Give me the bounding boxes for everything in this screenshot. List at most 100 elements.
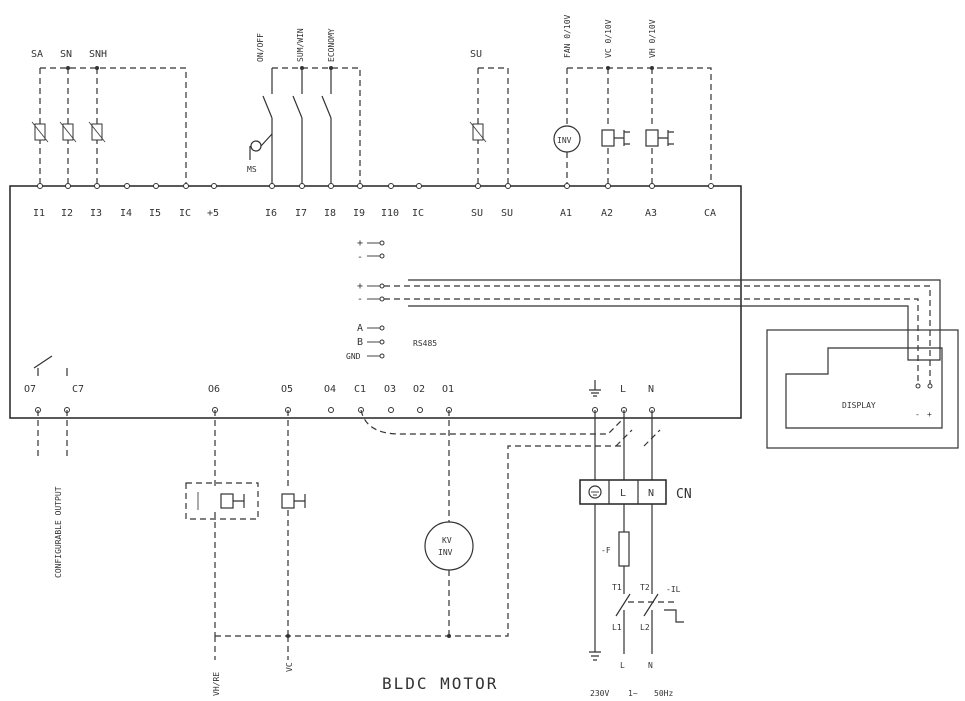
bldc-motor-icon <box>424 521 474 571</box>
cn-n: N <box>648 488 654 499</box>
label-sn: SN <box>60 49 72 60</box>
comm-a: A <box>357 323 363 334</box>
ground-symbol-icon <box>589 380 601 397</box>
label-configurable-output: CONFIGURABLE OUTPUT <box>54 486 63 578</box>
wire-c1-supply <box>360 409 623 435</box>
display-label: DISPLAY <box>842 401 876 410</box>
comm-plus-1: + <box>357 238 363 249</box>
comm-connectors: + - + - A B GND RS485 <box>346 238 437 361</box>
label-vh: VH 0/10V <box>648 19 657 58</box>
label-on-off: ON/OFF <box>256 33 265 62</box>
terminal-label: O4 <box>324 384 336 395</box>
earth-terminal-icon <box>588 485 602 499</box>
label-cn: CN <box>676 487 692 502</box>
configurable-relay-contact <box>33 355 68 376</box>
comm-minus-1: - <box>357 252 363 263</box>
display-cable-plus <box>384 285 931 384</box>
terminal-label: O1 <box>442 384 454 395</box>
switch-economy <box>321 68 332 186</box>
switch-on-off <box>262 68 273 186</box>
terminal-label: N <box>648 384 654 395</box>
earth-down-icon <box>589 504 601 661</box>
bottom-terminal-strip <box>35 407 655 413</box>
terminal-label: O6 <box>208 384 220 395</box>
sensor-icon-snh <box>88 121 106 143</box>
terminal-label: I9 <box>353 208 365 219</box>
valve-actuator-vc-icon <box>601 129 630 147</box>
label-vc-bottom: VC <box>285 662 294 672</box>
terminal-label: I10 <box>381 208 399 219</box>
terminal-label: I8 <box>324 208 336 219</box>
relay-coil-o5-icon <box>281 493 306 509</box>
label-t2: T2 <box>640 583 650 592</box>
label-vh-re: VH/RE <box>212 672 221 696</box>
display-enclosure <box>766 329 959 449</box>
controller-box <box>9 185 742 419</box>
fuse-icon <box>618 531 630 567</box>
label-supply-frequency: 50Hz <box>654 689 673 698</box>
terminal-label: I1 <box>33 208 45 219</box>
terminal-label: O3 <box>384 384 396 395</box>
label-su: SU <box>470 49 482 60</box>
sensor-common-wire <box>40 67 187 186</box>
sensor-icon-sn <box>59 121 77 143</box>
output-tails <box>214 636 289 660</box>
label-vc: VC 0/10V <box>604 19 613 58</box>
motor-label-2: INV <box>438 548 453 557</box>
display-screen <box>785 347 943 429</box>
top-terminal-labels: I1 I2 I3 I4 I5 IC +5 I6 I7 I8 I9 I10 IC … <box>33 208 716 219</box>
terminal-label: SU <box>501 208 513 219</box>
ms-switch-icon <box>249 133 273 160</box>
terminal-label: C1 <box>354 384 366 395</box>
comm-b: B <box>357 337 363 348</box>
label-fuse: -F <box>601 546 611 555</box>
terminal-label: CA <box>704 208 716 219</box>
terminal-label: O5 <box>281 384 293 395</box>
label-n-bottom: N <box>648 661 653 670</box>
analog-common-wire <box>567 67 712 186</box>
label-l1: L1 <box>612 623 622 632</box>
label-l-bottom: L <box>620 661 625 670</box>
junction-dot <box>66 66 70 70</box>
circuit-breaker-icon <box>615 593 684 623</box>
display-plus: + <box>927 410 932 419</box>
terminal-label: I6 <box>265 208 277 219</box>
label-sum-win: SUM/WIN <box>296 28 305 62</box>
relay-box-o6 <box>185 482 259 520</box>
terminal-label: IC <box>179 208 191 219</box>
bottom-terminal-labels: O7 C7 O6 O5 O4 C1 O3 O2 O1 L N <box>24 384 654 395</box>
terminal-label: A2 <box>601 208 613 219</box>
terminal-label: O7 <box>24 384 36 395</box>
comm-plus-2: + <box>357 281 363 292</box>
top-terminal-strip <box>37 183 714 189</box>
label-supply-voltage: 230V <box>590 689 609 698</box>
terminal-label: I7 <box>295 208 307 219</box>
label-fan: FAN 0/10V <box>563 14 572 58</box>
supply-crossovers <box>615 429 661 447</box>
terminal-label: A1 <box>560 208 572 219</box>
label-sa: SA <box>31 49 43 60</box>
display-cable-minus <box>384 298 919 384</box>
motor-label-1: KV <box>442 536 452 545</box>
terminal-label: I4 <box>120 208 132 219</box>
comm-rs485: RS485 <box>413 339 437 348</box>
comm-minus-2: - <box>357 294 363 305</box>
connector-block-cn <box>579 479 667 505</box>
terminal-label: O2 <box>413 384 425 395</box>
terminal-label: +5 <box>207 208 219 219</box>
switch-common-wire <box>272 67 361 186</box>
label-supply-phase: 1~ <box>628 689 638 698</box>
sensor-icon-sa <box>31 121 49 143</box>
label-ms: MS <box>247 165 257 174</box>
label-il: -IL <box>666 585 681 594</box>
comm-gnd: GND <box>346 352 361 361</box>
configurable-output-wires <box>37 410 68 460</box>
label-economy: ECONOMY <box>327 28 336 62</box>
terminal-label: I3 <box>90 208 102 219</box>
neutral-return-wire <box>215 445 622 637</box>
sensor-icon-su <box>469 121 487 143</box>
junction-dot <box>95 66 99 70</box>
relay-coil-o6-icon <box>197 492 245 510</box>
